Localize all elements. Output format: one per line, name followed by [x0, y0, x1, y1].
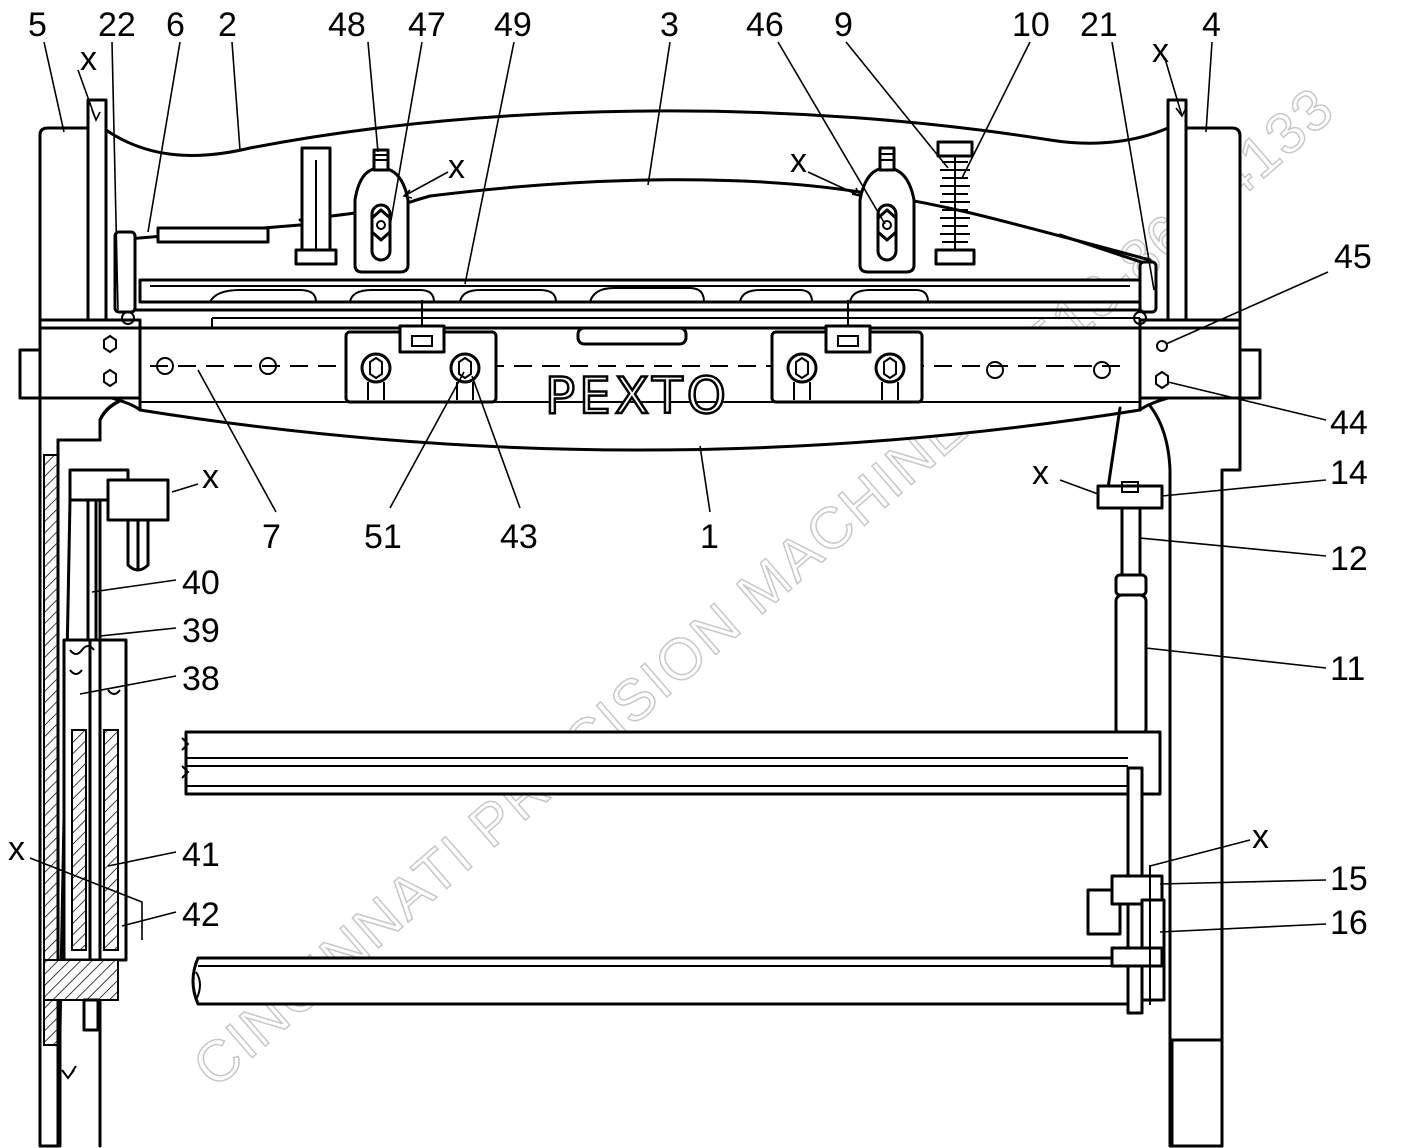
- callout-9: 9: [834, 6, 853, 44]
- callout-labels: 5 22 6 2 48 47 49 3 46 9 10 21 4 45 44 1…: [8, 6, 1372, 942]
- right-linkage: [1096, 406, 1164, 737]
- right-end-frame: [1138, 98, 1262, 1148]
- brand-plate-text: PEXTO: [545, 367, 730, 425]
- callout-7: 7: [262, 518, 281, 556]
- callout-15: 15: [1330, 860, 1368, 898]
- lube-mark-5: x: [202, 458, 219, 496]
- callout-38: 38: [182, 660, 220, 698]
- lube-mark-7: x: [1252, 818, 1269, 856]
- upper-beam: [104, 109, 1170, 274]
- callout-39: 39: [182, 612, 220, 650]
- callout-5: 5: [28, 6, 47, 44]
- lube-mark-3: x: [790, 142, 807, 180]
- callout-44: 44: [1330, 404, 1368, 442]
- callout-47: 47: [408, 6, 446, 44]
- treadle-rod: [191, 766, 1166, 1015]
- callout-46: 46: [746, 6, 784, 44]
- callout-12: 12: [1330, 540, 1368, 578]
- callout-10: 10: [1012, 6, 1050, 44]
- lube-mark-8: x: [8, 830, 25, 868]
- callout-42: 42: [182, 896, 220, 934]
- callout-16: 16: [1330, 904, 1368, 942]
- callout-6: 6: [166, 6, 185, 44]
- left-end-frame: [18, 98, 170, 1148]
- clamping-bar: [113, 226, 1158, 325]
- callout-3: 3: [660, 6, 679, 44]
- callout-48: 48: [328, 6, 366, 44]
- callout-22: 22: [98, 6, 136, 44]
- callout-40: 40: [182, 564, 220, 602]
- lube-mark-6: x: [1032, 454, 1049, 492]
- apron: PEXTO: [38, 300, 1242, 452]
- callout-14: 14: [1330, 454, 1368, 492]
- callout-41: 41: [182, 836, 220, 874]
- lube-mark-2: x: [448, 148, 465, 186]
- lube-mark-1: x: [80, 40, 97, 78]
- callout-11: 11: [1330, 650, 1365, 688]
- callout-45: 45: [1334, 238, 1372, 276]
- callout-49: 49: [494, 6, 532, 44]
- bed-angle: [181, 730, 1162, 796]
- callout-4: 4: [1202, 6, 1221, 44]
- lube-mark-4: x: [1152, 32, 1169, 70]
- callout-21: 21: [1080, 6, 1118, 44]
- leader-lines: [29, 41, 1329, 940]
- callout-51: 51: [364, 518, 402, 556]
- callout-1: 1: [700, 518, 719, 556]
- callout-43: 43: [500, 518, 538, 556]
- callout-2: 2: [218, 6, 237, 44]
